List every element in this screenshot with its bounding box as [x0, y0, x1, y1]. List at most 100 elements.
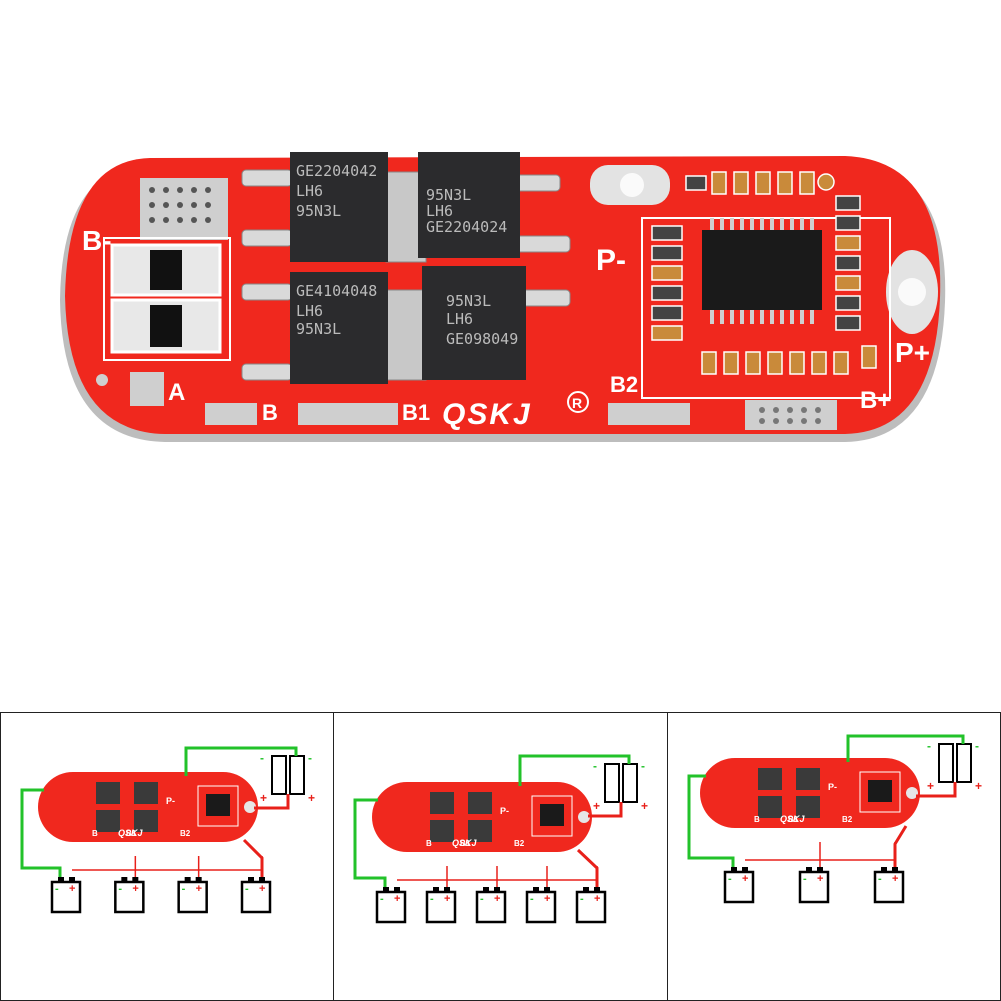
brand-logo: QSKJ — [442, 398, 532, 431]
cell-minus: - — [118, 883, 122, 895]
wire-b-minus — [687, 774, 735, 867]
battery-terminal — [433, 887, 439, 892]
mini-label-b: B — [92, 829, 98, 838]
svg-text:95N3L: 95N3L — [426, 186, 471, 204]
battery-cell — [50, 880, 82, 914]
load-minus: - — [975, 739, 979, 753]
cell-minus: - — [878, 873, 882, 885]
battery-terminal — [248, 877, 254, 882]
svg-text:LH6: LH6 — [296, 182, 323, 200]
cell-minus: - — [480, 893, 484, 905]
battery-cell — [723, 870, 755, 904]
mini-mosfet — [796, 796, 820, 818]
mini-label-b: B — [754, 815, 760, 824]
label-b1: B1 — [402, 400, 430, 425]
mini-label-b: B1 — [788, 815, 799, 824]
battery-cell — [375, 890, 407, 924]
mini-label-b: B2 — [842, 815, 853, 824]
battery-terminal — [817, 867, 823, 872]
mini-mosfet — [134, 810, 158, 832]
cell-plus: + — [817, 873, 823, 885]
mini-mosfet — [758, 768, 782, 790]
load-minus: - — [641, 759, 645, 773]
battery-cell — [575, 890, 607, 924]
pad-b2 — [608, 403, 690, 425]
battery-cell — [873, 870, 905, 904]
wire-p-minus — [184, 746, 298, 776]
mini-ic-outline — [531, 795, 573, 837]
mini-label-p-minus: P- — [828, 782, 837, 792]
mosfet-1: GE2204042 LH6 95N3L — [290, 152, 388, 262]
battery-terminal — [58, 877, 64, 882]
mini-label-b: B2 — [180, 829, 191, 838]
mini-label-b: B — [426, 839, 432, 848]
cell-plus: + — [394, 893, 400, 905]
pcb-photo: B- A B B1 B2 P- P+ B+ QSKJ R GE2204042 L… — [60, 152, 946, 442]
mini-mosfet — [134, 782, 158, 804]
load-plus: + — [260, 791, 267, 805]
cell-plus: + — [594, 893, 600, 905]
svg-text:LH6: LH6 — [296, 302, 323, 320]
load-plus: + — [641, 799, 648, 813]
registered-mark: R — [572, 395, 582, 411]
cell-minus: - — [803, 873, 807, 885]
battery-terminal — [892, 867, 898, 872]
label-b-minus: B- — [82, 225, 112, 256]
load-minus: - — [308, 751, 312, 765]
load-minus: - — [593, 759, 597, 773]
cell-minus: - — [580, 893, 584, 905]
mini-brand: QSKJ — [118, 828, 144, 838]
mini-label-p-minus: P- — [166, 796, 175, 806]
battery-terminal — [195, 877, 202, 882]
mini-ic — [206, 794, 230, 816]
cell-minus: - — [245, 883, 249, 895]
wire-p-minus — [518, 754, 631, 786]
load-resistor — [622, 763, 638, 803]
mini-mosfet — [468, 792, 492, 814]
label-b: B — [262, 400, 278, 425]
label-a: A — [168, 379, 185, 406]
mini-label-b: B1 — [460, 839, 471, 848]
cell-plus: + — [494, 893, 500, 905]
smd-components — [651, 171, 877, 375]
mini-ic — [540, 804, 564, 826]
svg-text:GE098049: GE098049 — [446, 330, 518, 348]
battery-terminal — [494, 887, 500, 892]
cell-plus: + — [259, 883, 265, 895]
battery-terminal — [742, 867, 748, 872]
label-b2: B2 — [610, 372, 638, 397]
cell-minus: - — [430, 893, 434, 905]
wire-b-plus — [576, 848, 599, 887]
mini-board — [700, 758, 920, 828]
test-pad-dots — [149, 187, 211, 223]
wire-p-plus — [916, 782, 957, 798]
cell-minus: - — [55, 883, 59, 895]
svg-text:95N3L: 95N3L — [296, 320, 341, 338]
mini-mosfet — [96, 782, 120, 804]
battery-terminal — [383, 887, 389, 892]
load-plus: + — [593, 799, 600, 813]
pad-a — [130, 372, 164, 406]
battery-terminal — [544, 887, 550, 892]
battery-terminal — [583, 887, 589, 892]
mini-brand: QSKJ — [780, 814, 806, 824]
battery-terminal — [533, 887, 539, 892]
cell-plus: + — [444, 893, 450, 905]
mini-label-p-minus: P- — [500, 806, 509, 816]
mini-hole — [244, 801, 256, 813]
battery-cell — [425, 890, 457, 924]
svg-text:95N3L: 95N3L — [446, 292, 491, 310]
load-minus: - — [927, 739, 931, 753]
battery-terminal — [184, 877, 191, 882]
mini-mosfet — [468, 820, 492, 842]
pad-b1 — [298, 403, 398, 425]
load-plus: + — [927, 779, 934, 793]
wire-b-plus — [893, 825, 908, 867]
wire-b-plus — [242, 838, 264, 877]
mini-brand: QSKJ — [452, 838, 478, 848]
pad-bplus — [745, 400, 837, 430]
svg-text:95N3L: 95N3L — [296, 202, 341, 220]
